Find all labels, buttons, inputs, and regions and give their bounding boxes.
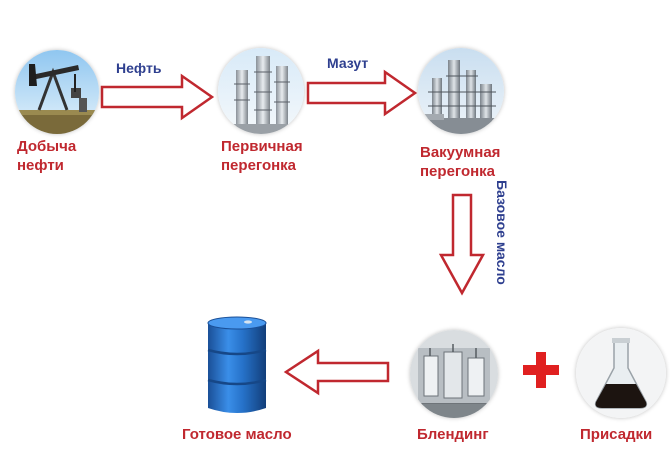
label-primary: Первичная перегонка [221, 137, 303, 175]
node-finished [204, 314, 270, 418]
label-blending: Блендинг [417, 426, 489, 443]
edge-label-crude: Нефть [116, 60, 162, 76]
label-vacuum-line1: Вакуумная [420, 144, 501, 161]
node-blending [410, 330, 498, 418]
label-extraction-line2: нефти [17, 157, 64, 174]
node-vacuum [418, 48, 504, 134]
label-extraction: Добыча нефти [17, 137, 76, 175]
label-primary-line1: Первичная [221, 138, 303, 155]
refinery-icon [418, 48, 504, 134]
arrow-base-oil [438, 193, 486, 296]
blending-plant-icon [410, 330, 498, 418]
plus-icon [523, 352, 559, 388]
node-additives [576, 328, 666, 418]
arrow-fuel-oil [306, 69, 418, 117]
label-extraction-line1: Добыча [17, 138, 77, 155]
flask-icon [576, 328, 666, 418]
label-primary-line2: перегонка [221, 157, 297, 174]
node-primary [218, 48, 304, 134]
label-additives: Присадки [580, 426, 653, 443]
arrow-finished [283, 348, 390, 396]
oil-pump-icon [15, 50, 99, 134]
edge-label-base-oil: Базовое масло [494, 180, 510, 285]
node-extraction [15, 50, 99, 134]
label-finished: Готовое масло [182, 426, 292, 443]
oil-barrel-icon [207, 316, 267, 413]
edge-label-fuel-oil: Мазут [327, 55, 369, 71]
label-vacuum-line2: перегонка [420, 163, 496, 180]
distillation-column-icon [218, 48, 304, 134]
label-vacuum: Вакуумная перегонка [420, 143, 500, 181]
arrow-crude [100, 73, 215, 121]
